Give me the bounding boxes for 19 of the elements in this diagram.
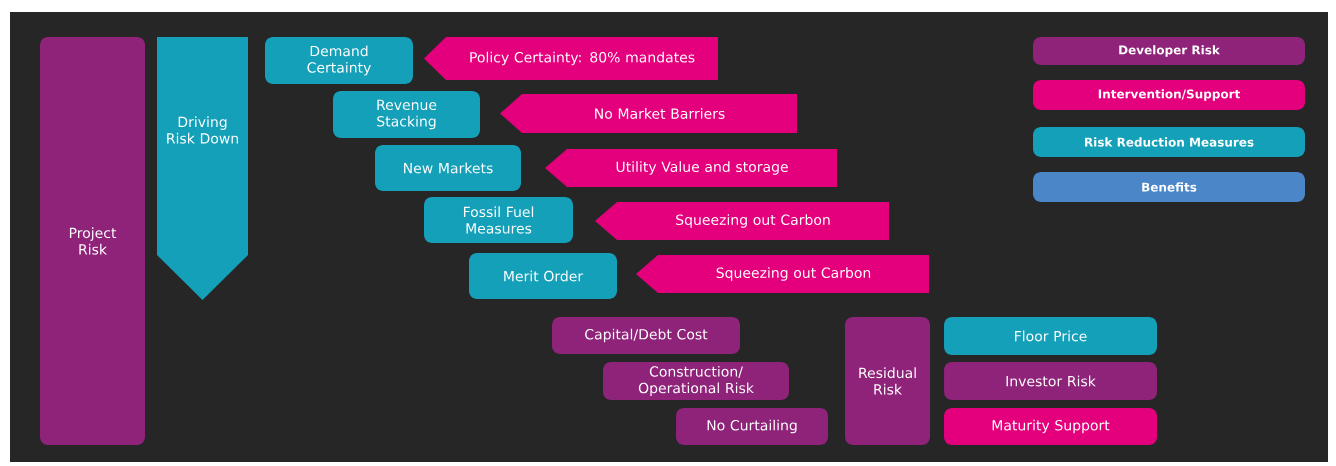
pentagon-banner: No Market Barriers [500,94,797,133]
rounded-box: Merit Order [469,253,617,299]
rounded-box: Revenue Stacking [333,91,480,138]
pentagon-banner: Squeezing out Carbon [636,255,929,293]
rounded-box: Investor Risk [944,362,1157,400]
rounded-box: New Markets [375,145,521,191]
rounded-box: Fossil Fuel Measures [424,197,573,243]
pentagon-banner: Squeezing out Carbon [595,202,889,240]
pentagon-banner: Utility Value and storage [545,149,837,187]
pentagon-banner: Driving Risk Down [157,37,248,300]
rounded-box: Construction/ Operational Risk [603,362,789,400]
rounded-box: No Curtailing [676,408,828,445]
rounded-box: Floor Price [944,317,1157,355]
rounded-box: Demand Certainty [265,37,413,84]
pentagon-banner: Policy Certainty: 80% mandates [424,37,718,80]
rounded-box: Maturity Support [944,408,1157,445]
rounded-box: Capital/Debt Cost [552,317,740,354]
rounded-box: Residual Risk [845,317,930,445]
rounded-box: Project Risk [40,37,145,445]
